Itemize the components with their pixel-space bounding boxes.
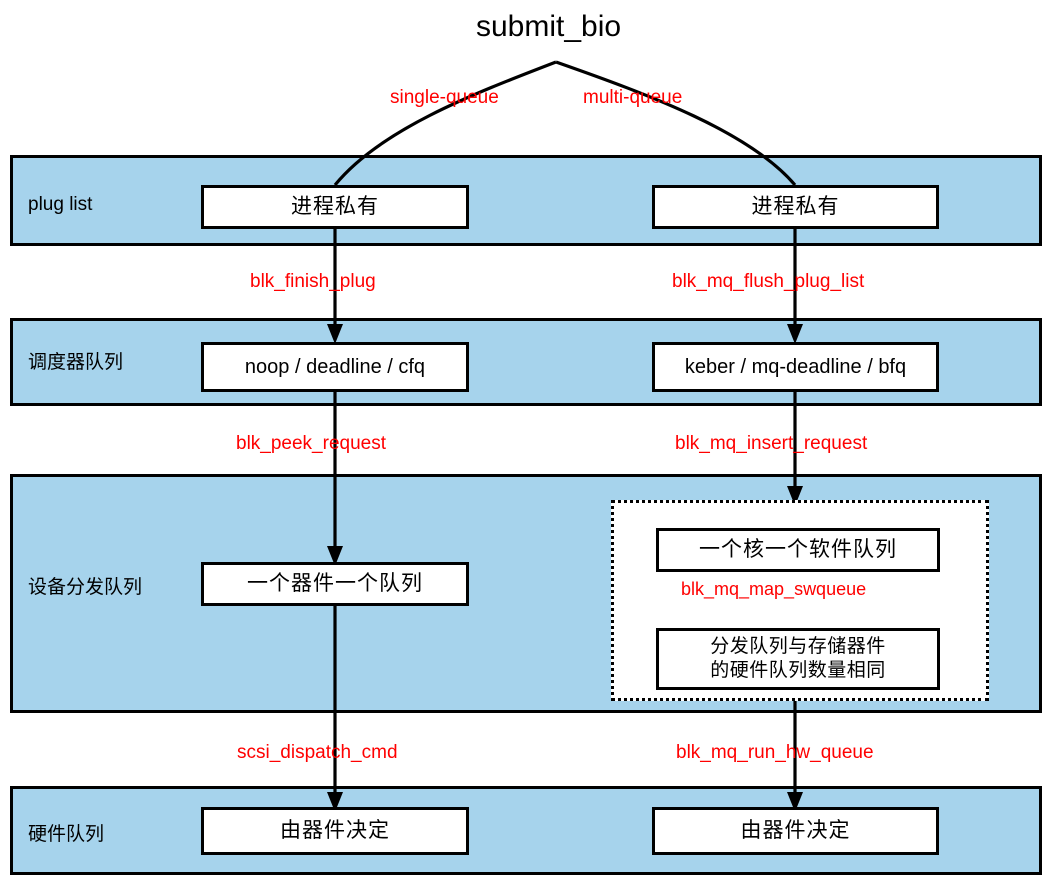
page-title: submit_bio: [476, 10, 622, 43]
node-sq-hardware[interactable]: 由器件决定: [201, 807, 469, 855]
node-mq-sw-queue[interactable]: 一个核一个软件队列: [656, 528, 940, 572]
node-mq-hw-queue-map-line2: 的硬件队列数量相同: [710, 660, 886, 681]
band-label-plug-list: plug list: [28, 194, 93, 215]
band-label-hardware-queue: 硬件队列: [28, 824, 105, 845]
node-sq-scheduler[interactable]: noop / deadline / cfq: [201, 342, 469, 392]
edge-label-multi-queue: multi-queue: [583, 87, 683, 108]
band-label-scheduler-queue: 调度器队列: [28, 352, 124, 373]
edge-label-blk-finish-plug: blk_finish_plug: [250, 271, 376, 292]
node-mq-hw-queue-map[interactable]: 分发队列与存储器件 的硬件队列数量相同: [656, 628, 940, 690]
edge-label-scsi-dispatch-cmd: scsi_dispatch_cmd: [237, 742, 398, 763]
edge-label-blk-mq-flush-plug-list: blk_mq_flush_plug_list: [672, 271, 865, 292]
edge-label-blk-peek-request: blk_peek_request: [236, 433, 386, 454]
node-mq-hardware[interactable]: 由器件决定: [652, 807, 939, 855]
edge-label-blk-mq-run-hw-queue: blk_mq_run_hw_queue: [676, 742, 874, 763]
edge-label-single-queue: single-queue: [390, 87, 499, 108]
node-mq-plug[interactable]: 进程私有: [652, 185, 939, 229]
node-sq-dispatch[interactable]: 一个器件一个队列: [201, 562, 469, 606]
edge-label-blk-mq-map-swqueue: blk_mq_map_swqueue: [681, 579, 867, 599]
node-sq-plug[interactable]: 进程私有: [201, 185, 469, 229]
node-mq-hw-queue-map-line1: 分发队列与存储器件: [710, 636, 886, 658]
node-mq-scheduler[interactable]: keber / mq-deadline / bfq: [652, 342, 939, 392]
band-label-device-dispatch-queue: 设备分发队列: [28, 577, 143, 598]
edge-label-blk-mq-insert-request: blk_mq_insert_request: [675, 433, 868, 454]
